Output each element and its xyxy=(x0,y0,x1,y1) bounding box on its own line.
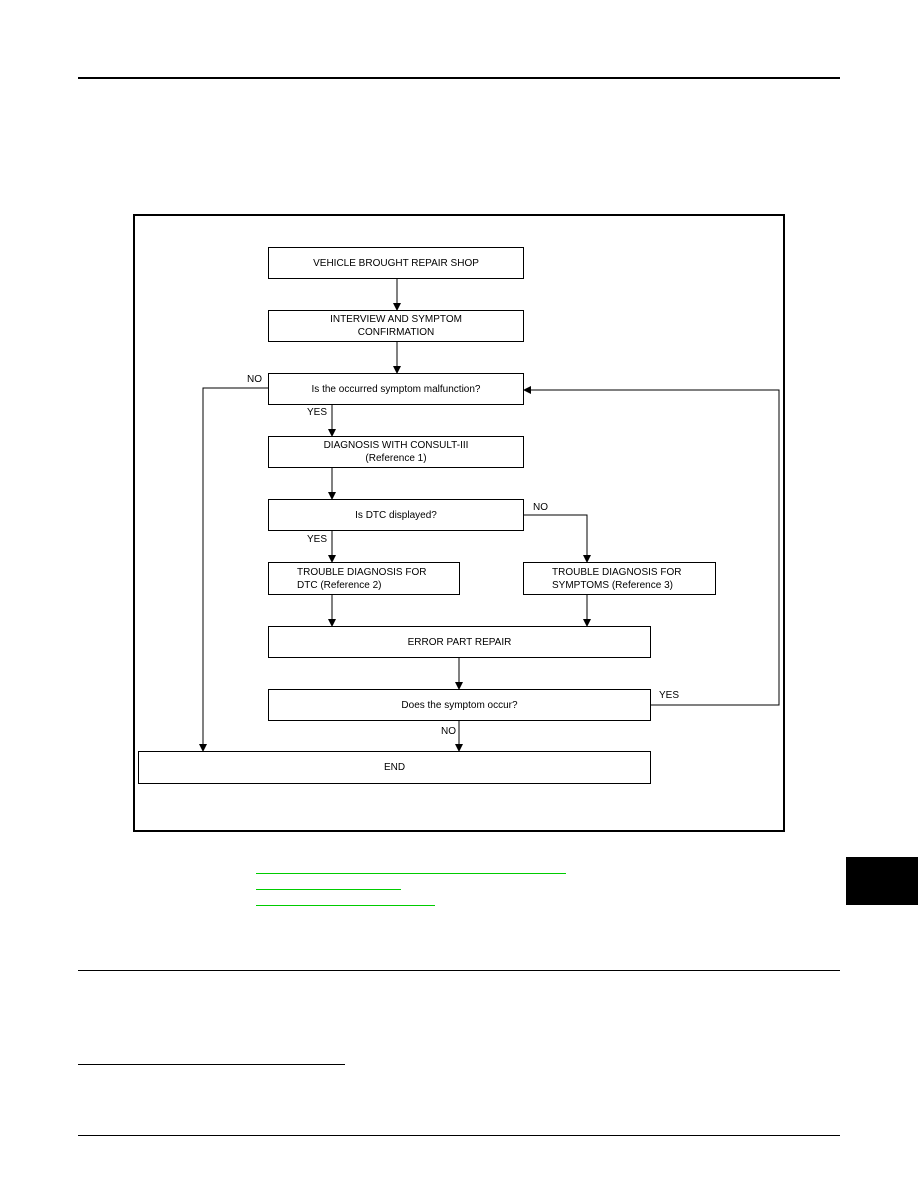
box-text-line2: SYMPTOMS (Reference 3) xyxy=(552,579,673,591)
reference-link-2[interactable] xyxy=(256,889,401,890)
label-no-malfunction: NO xyxy=(247,374,262,385)
box-text-line2: DTC (Reference 2) xyxy=(297,579,382,591)
box-text-line1: INTERVIEW AND SYMPTOM xyxy=(330,314,462,325)
box-text-line1: DIAGNOSIS WITH CONSULT-III xyxy=(323,440,469,451)
box-text: VEHICLE BROUGHT REPAIR SHOP xyxy=(313,257,479,269)
box-text-line2: CONFIRMATION xyxy=(357,327,435,338)
box-text: Is the occurred symptom malfunction? xyxy=(311,383,481,395)
header-rule xyxy=(78,77,840,79)
label-yes-occur: YES xyxy=(659,690,680,701)
box-end: END xyxy=(138,751,651,784)
box-text: Does the symptom occur? xyxy=(401,699,518,711)
reference-link-3[interactable] xyxy=(256,905,435,906)
box-text: INTERVIEW AND SYMPTOM CONFIRMATION xyxy=(330,313,462,339)
box-text: Is DTC displayed? xyxy=(355,509,437,521)
flowchart-frame xyxy=(133,214,785,832)
box-text: ERROR PART REPAIR xyxy=(407,636,512,648)
label-no-dtc: NO xyxy=(533,502,548,513)
label-no-occur: NO xyxy=(441,726,456,737)
section-index-tab[interactable] xyxy=(846,857,918,905)
reference-link-1[interactable] xyxy=(256,873,566,874)
footnote-rule xyxy=(78,1064,345,1065)
box-vehicle-brought: VEHICLE BROUGHT REPAIR SHOP xyxy=(268,247,524,279)
box-symptom-occur-question: Does the symptom occur? xyxy=(268,689,651,721)
box-text-line2: (Reference 1) xyxy=(365,453,427,464)
box-text: DIAGNOSIS WITH CONSULT-III (Reference 1) xyxy=(324,439,469,465)
section-divider xyxy=(78,970,840,971)
footer-rule xyxy=(78,1135,840,1136)
box-error-part-repair: ERROR PART REPAIR xyxy=(268,626,651,658)
label-yes-dtc: YES xyxy=(307,534,328,545)
label-yes-malfunction: YES xyxy=(307,407,328,418)
arrow-dtc-no-to-symptoms xyxy=(524,514,591,563)
box-text-line1: TROUBLE DIAGNOSIS FOR xyxy=(552,566,682,578)
box-dtc-question: Is DTC displayed? xyxy=(268,499,524,531)
arrow-occur-yes-loop xyxy=(523,386,780,706)
box-malfunction-question: Is the occurred symptom malfunction? xyxy=(268,373,524,405)
box-consult-diagnosis: DIAGNOSIS WITH CONSULT-III (Reference 1) xyxy=(268,436,524,468)
box-text-line1: TROUBLE DIAGNOSIS FOR xyxy=(297,566,427,578)
box-text: END xyxy=(383,762,406,773)
box-interview: INTERVIEW AND SYMPTOM CONFIRMATION xyxy=(268,310,524,342)
arrow-malfunction-no-to-end xyxy=(199,387,268,752)
